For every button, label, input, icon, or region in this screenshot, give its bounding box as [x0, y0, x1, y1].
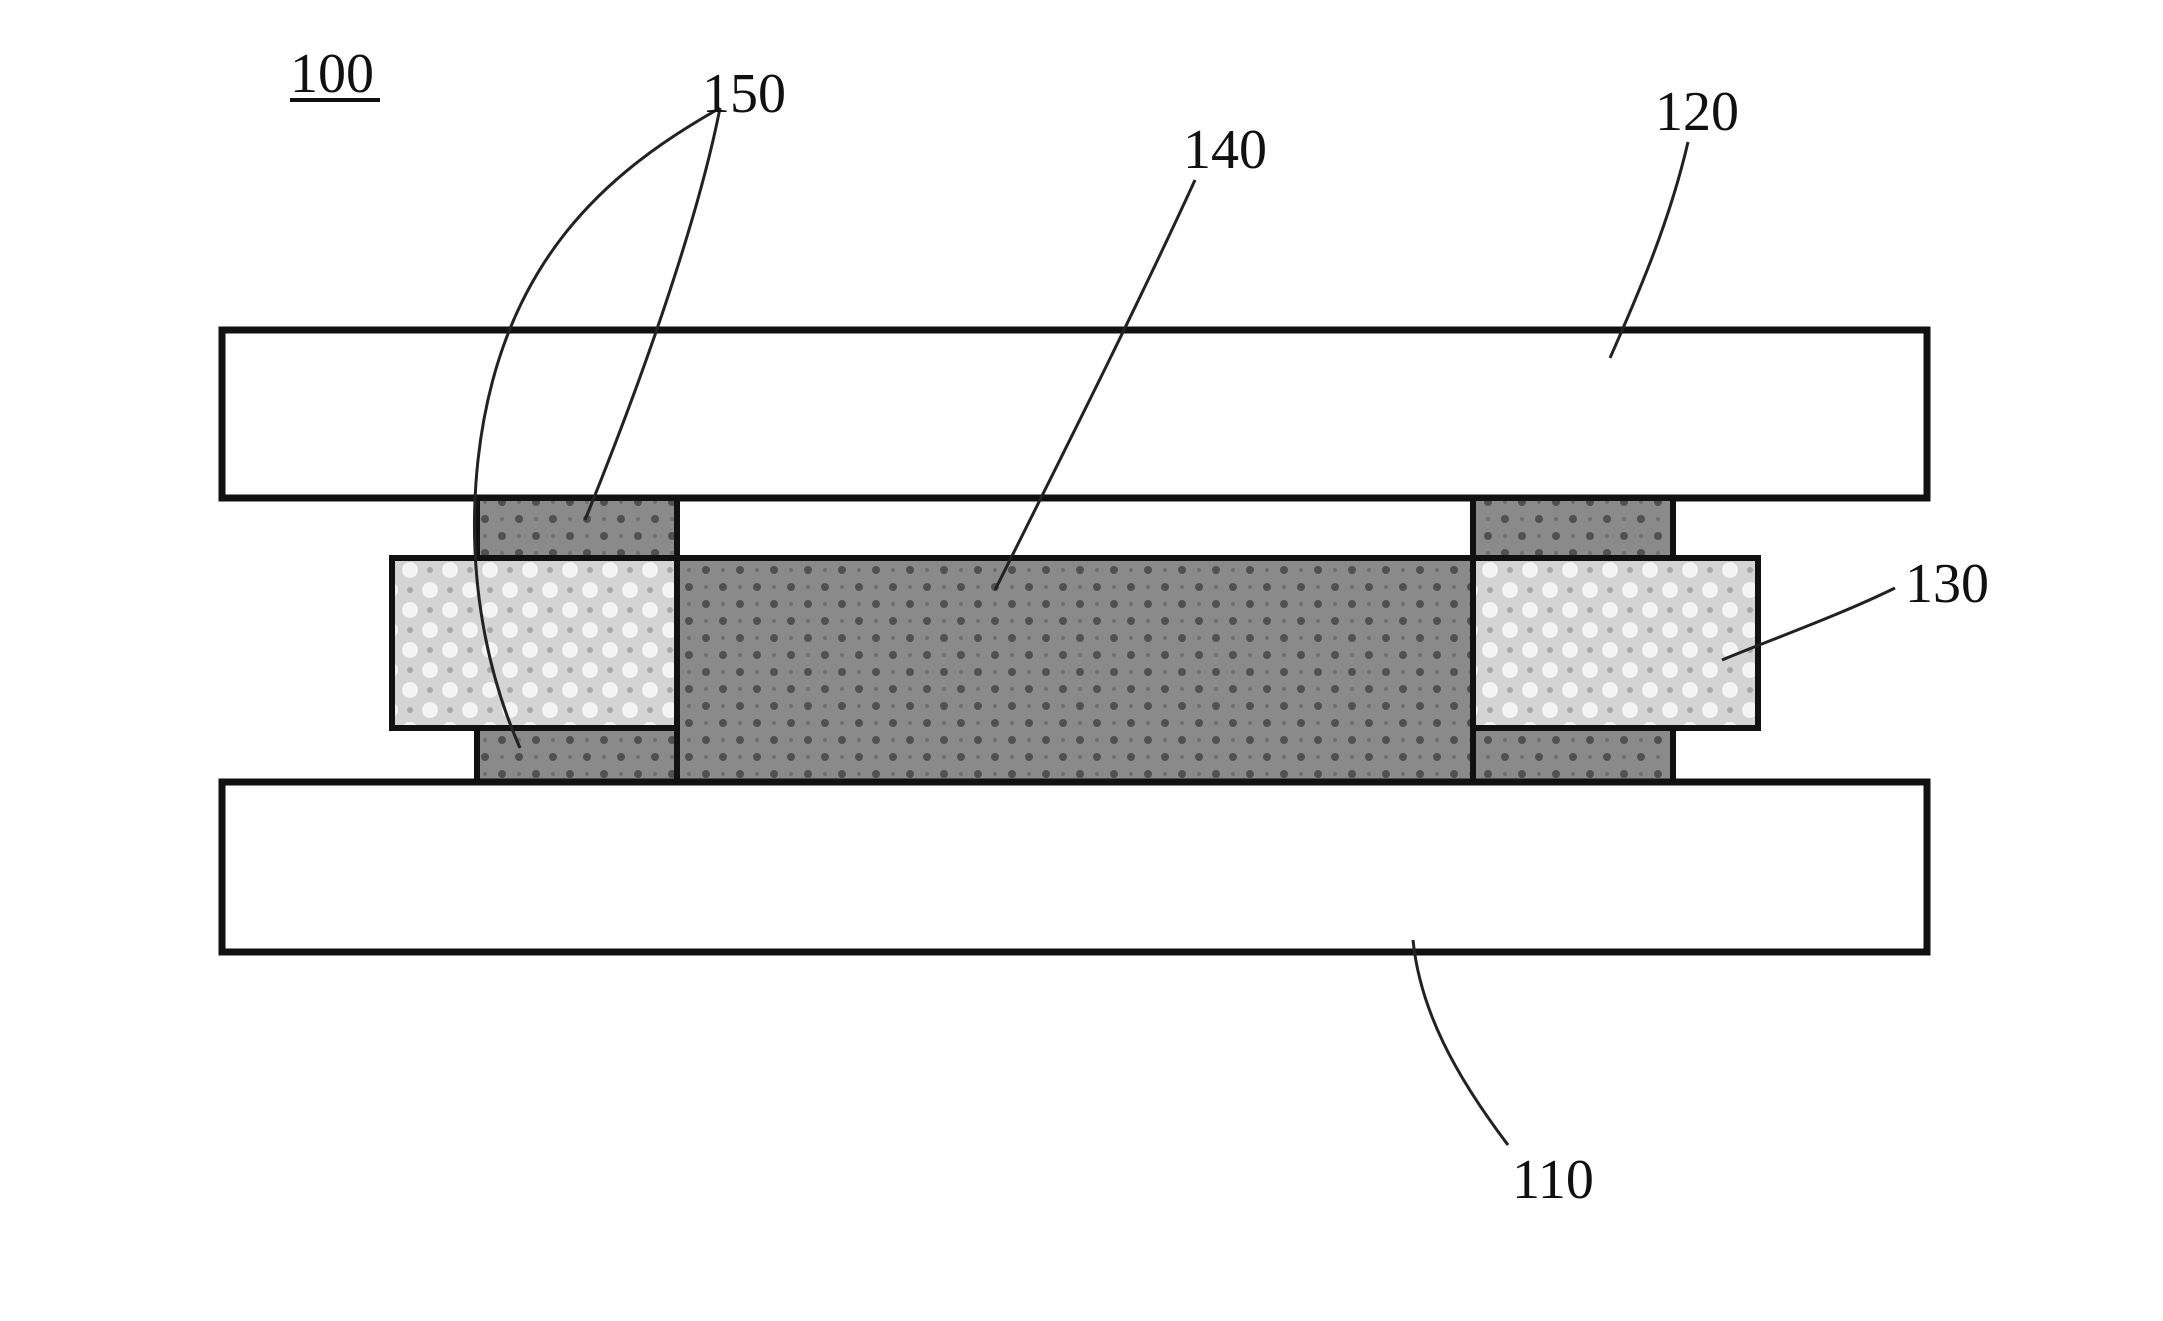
spacer-upper-left: [477, 498, 677, 560]
label-120: 120: [1655, 81, 1739, 143]
label-140: 140: [1183, 119, 1267, 181]
side-frame-right: [1473, 558, 1758, 728]
label-150: 150: [702, 63, 786, 125]
assembly-label: 100: [290, 43, 374, 105]
label-130: 130: [1905, 553, 1989, 615]
side-frame-left: [392, 558, 677, 728]
leader-110: [1413, 940, 1508, 1145]
spacer-lower-left: [477, 728, 677, 782]
label-110: 110: [1512, 1149, 1594, 1211]
center-body: [677, 558, 1473, 782]
bottom-substrate: [222, 782, 1927, 952]
spacer-lower-right: [1473, 728, 1673, 782]
spacer-upper-right: [1473, 498, 1673, 560]
leader-120: [1610, 142, 1688, 358]
